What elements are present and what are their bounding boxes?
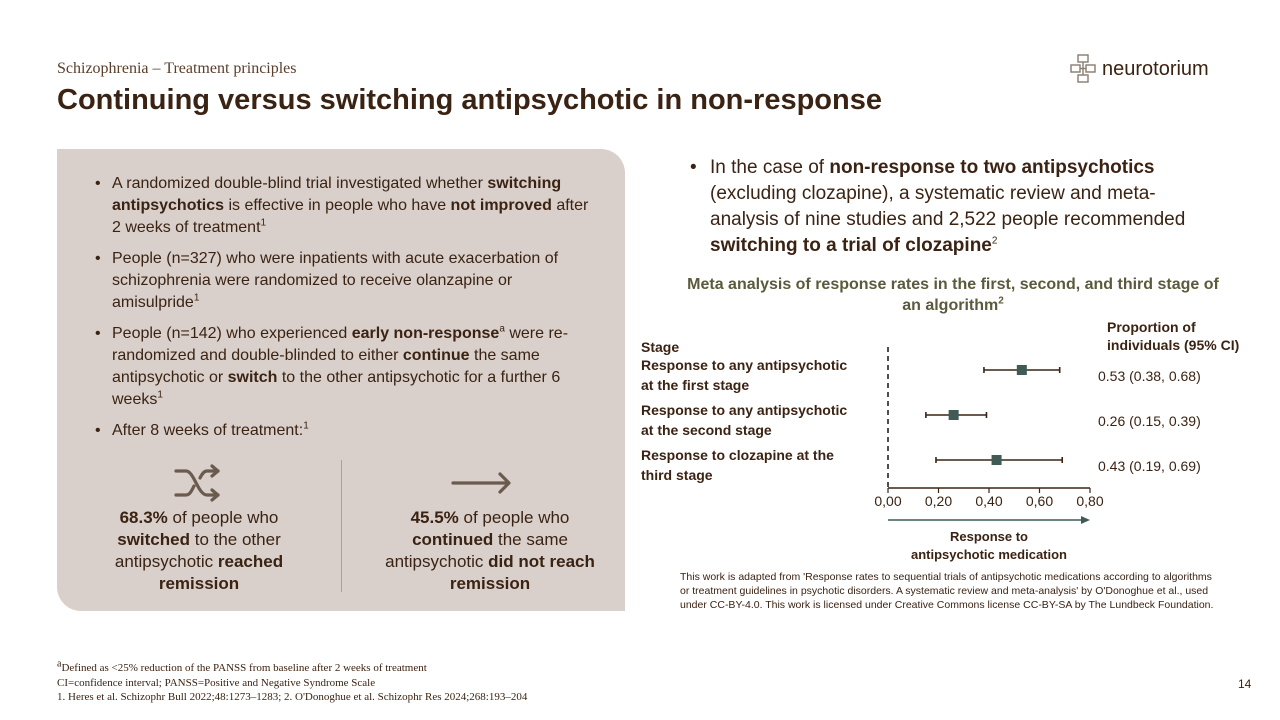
x-tick-label: 0,80	[1076, 493, 1103, 509]
axis-direction-arrowhead	[1081, 516, 1090, 524]
source-note: This work is adapted from 'Response rate…	[680, 571, 1214, 611]
slide-title: Continuing versus switching antipsychoti…	[57, 84, 882, 116]
estimate-value-label: 0.53 (0.38, 0.68)	[1098, 368, 1201, 384]
stage-label: third stage	[641, 467, 713, 483]
chart-title: Meta analysis of response rates in the f…	[680, 274, 1226, 316]
shuffle-icon	[174, 464, 220, 502]
x-axis-label: Response to	[950, 529, 1028, 544]
section-kicker: Schizophrenia – Treatment principles	[57, 60, 297, 77]
trial-summary-panel: A randomized double-blind trial investig…	[57, 149, 625, 611]
switched-remission-stat: 68.3% of people who switched to the othe…	[114, 508, 284, 593]
proportion-column-header: individuals (95% CI)	[1107, 337, 1239, 353]
list-item: People (n=327) who were inpatients with …	[92, 248, 592, 314]
footnote-line: aDefined as <25% reduction of the PANSS …	[57, 658, 527, 676]
estimate-marker	[991, 455, 1002, 465]
estimate-marker	[948, 410, 959, 420]
footnote-text: Defined as <25% reduction of the PANSS f…	[61, 662, 427, 674]
stage-column-header: Stage	[641, 339, 679, 355]
meta-analysis-bullet: In the case of non-response to two antip…	[690, 155, 1220, 259]
x-tick-label: 0,00	[874, 493, 901, 509]
stage-label: Response to any antipsychotic	[641, 357, 847, 373]
chart-title-ref: 2	[998, 295, 1004, 307]
logo: neurotorium	[1070, 54, 1209, 84]
footnote-line: CI=confidence interval; PANSS=Positive a…	[57, 676, 376, 689]
neurotorium-logo-icon	[1070, 54, 1096, 83]
logo-text: neurotorium	[1102, 57, 1209, 80]
chart-title-text: Meta analysis of response rates in the f…	[687, 276, 1219, 314]
list-item: In the case of non-response to two antip…	[690, 155, 1220, 259]
stage-label: at the second stage	[641, 422, 772, 438]
stage-label: at the first stage	[641, 377, 749, 393]
list-item: People (n=142) who experienced early non…	[92, 323, 592, 411]
trial-bullet-list: A randomized double-blind trial investig…	[92, 173, 592, 451]
proportion-column-header: Proportion of	[1107, 319, 1196, 335]
continued-no-remission-stat: 45.5% of people who continued the same a…	[385, 508, 595, 593]
x-tick-label: 0,40	[975, 493, 1002, 509]
forest-plot: Stage Proportion of individuals (95% CI) 0,…	[641, 319, 1239, 562]
estimate-marker	[1016, 365, 1027, 375]
x-axis-label: antipsychotic medication	[911, 547, 1067, 562]
stage-label: Response to clozapine at the	[641, 447, 834, 463]
estimate-value-label: 0.26 (0.15, 0.39)	[1098, 413, 1201, 429]
footnotes: aDefined as <25% reduction of the PANSS …	[57, 658, 528, 705]
list-item: After 8 weeks of treatment:1	[92, 420, 592, 442]
footnote-marker: a	[57, 658, 62, 670]
estimate-value-label: 0.43 (0.19, 0.69)	[1098, 458, 1201, 474]
page-number: 14	[1238, 677, 1252, 691]
list-item: A randomized double-blind trial investig…	[92, 173, 592, 239]
x-tick-label: 0,20	[925, 493, 952, 509]
footnote-line: 1. Heres et al. Schizophr Bull 2022;48:1…	[57, 691, 528, 703]
divider	[341, 460, 342, 592]
arrow-right-icon	[451, 472, 511, 494]
x-tick-label: 0,60	[1026, 493, 1053, 509]
stage-label: Response to any antipsychotic	[641, 402, 847, 418]
